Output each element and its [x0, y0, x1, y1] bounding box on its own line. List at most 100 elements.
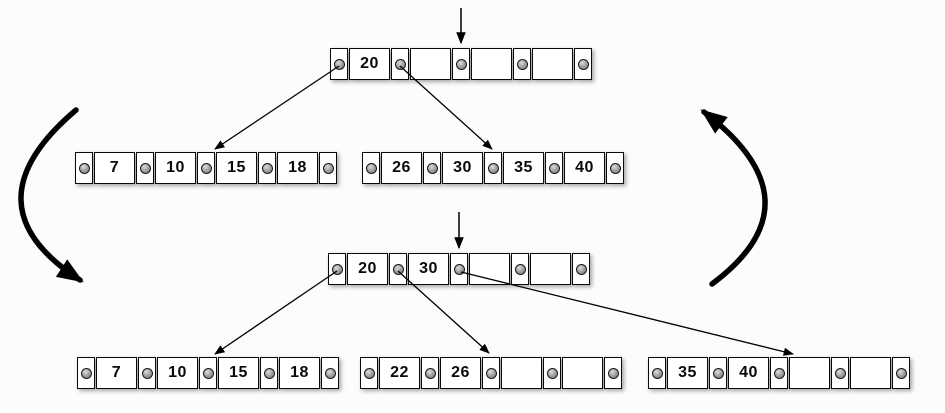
key-cell: 26: [381, 152, 422, 184]
pointer-cell: [831, 357, 849, 389]
pointer-slot-icon: [202, 367, 214, 379]
key-cell: 40: [728, 357, 769, 389]
pointer-slot-icon: [78, 162, 90, 174]
pointer-slot-icon: [485, 367, 497, 379]
key-cell: 10: [157, 357, 198, 389]
pointer-slot-icon: [514, 263, 526, 275]
pointer-slot-icon: [324, 367, 336, 379]
pointer-cell: [321, 357, 339, 389]
pointer-arrow-after-left-child: [214, 270, 338, 355]
pointer-cell: [199, 357, 217, 389]
pointer-slot-icon: [575, 263, 587, 275]
pointer-cell: [319, 152, 337, 184]
pointer-slot-icon: [455, 58, 467, 70]
key-cell: [562, 357, 603, 389]
btree-node-before-root: 20: [330, 48, 592, 80]
pointer-cell: [482, 357, 500, 389]
pointer-cell: [197, 152, 215, 184]
key-cell: 22: [379, 357, 420, 389]
pointer-cell: [545, 152, 563, 184]
pointer-slot-icon: [895, 367, 907, 379]
key-cell: 30: [442, 152, 483, 184]
pointer-slot-icon: [392, 263, 404, 275]
pointer-arrow-before-left-child: [214, 65, 340, 150]
pointer-slot-icon: [426, 162, 438, 174]
pointer-slot-icon: [80, 367, 92, 379]
key-cell: 40: [564, 152, 605, 184]
btree-node-before-child-right: 26 30 35 40: [362, 152, 624, 184]
pointer-cell: [136, 152, 154, 184]
pointer-slot-icon: [365, 162, 377, 174]
pointer-slot-icon: [322, 162, 334, 174]
pointer-cell: [391, 48, 409, 80]
key-cell: 35: [503, 152, 544, 184]
pointer-slot-icon: [394, 58, 406, 70]
curved-arrow-down-left-icon: [18, 107, 84, 283]
pointer-slot-icon: [331, 263, 343, 275]
pointer-slot-icon: [773, 367, 785, 379]
pointer-slot-icon: [139, 162, 151, 174]
pointer-cell: [75, 152, 93, 184]
pointer-slot-icon: [263, 367, 275, 379]
key-cell: 18: [277, 152, 318, 184]
key-cell: 10: [155, 152, 196, 184]
key-cell: [471, 48, 512, 80]
key-cell: 18: [279, 357, 320, 389]
pointer-slot-icon: [546, 367, 558, 379]
key-cell: [532, 48, 573, 80]
pointer-slot-icon: [333, 58, 345, 70]
pointer-cell: [360, 357, 378, 389]
pointer-slot-icon: [548, 162, 560, 174]
pointer-cell: [511, 253, 529, 285]
pointer-cell: [450, 253, 468, 285]
key-cell: [850, 357, 891, 389]
btree-node-after-child-middle: 22 26: [360, 357, 622, 389]
pointer-cell: [606, 152, 624, 184]
pointer-cell: [574, 48, 592, 80]
key-cell: [469, 253, 510, 285]
key-cell: [789, 357, 830, 389]
pointer-slot-icon: [453, 263, 465, 275]
pointer-slot-icon: [712, 367, 724, 379]
pointer-cell: [77, 357, 95, 389]
pointer-slot-icon: [487, 162, 499, 174]
pointer-cell: [513, 48, 531, 80]
key-cell: [410, 48, 451, 80]
pointer-cell: [362, 152, 380, 184]
pointer-slot-icon: [424, 367, 436, 379]
pointer-slot-icon: [607, 367, 619, 379]
pointer-slot-icon: [200, 162, 212, 174]
pointer-cell: [452, 48, 470, 80]
pointer-cell: [770, 357, 788, 389]
pointer-cell: [604, 357, 622, 389]
pointer-cell: [138, 357, 156, 389]
pointer-cell: [389, 253, 407, 285]
pointer-cell: [423, 152, 441, 184]
pointer-cell: [330, 48, 348, 80]
pointer-cell: [648, 357, 666, 389]
key-cell: 15: [216, 152, 257, 184]
pointer-slot-icon: [834, 367, 846, 379]
key-cell: [501, 357, 542, 389]
key-cell: [530, 253, 571, 285]
key-cell: 26: [440, 357, 481, 389]
pointer-cell: [328, 253, 346, 285]
pointer-cell: [572, 253, 590, 285]
pointer-slot-icon: [651, 367, 663, 379]
pointer-cell: [421, 357, 439, 389]
pointer-cell: [892, 357, 910, 389]
key-cell: 15: [218, 357, 259, 389]
pointer-slot-icon: [609, 162, 621, 174]
pointer-cell: [543, 357, 561, 389]
curved-arrow-up-right-icon: [700, 109, 768, 287]
key-cell: 20: [349, 48, 390, 80]
key-cell: 7: [94, 152, 135, 184]
pointer-slot-icon: [141, 367, 153, 379]
key-cell: 30: [408, 253, 449, 285]
pointer-cell: [484, 152, 502, 184]
btree-node-before-child-left: 7 10 15 18: [75, 152, 337, 184]
